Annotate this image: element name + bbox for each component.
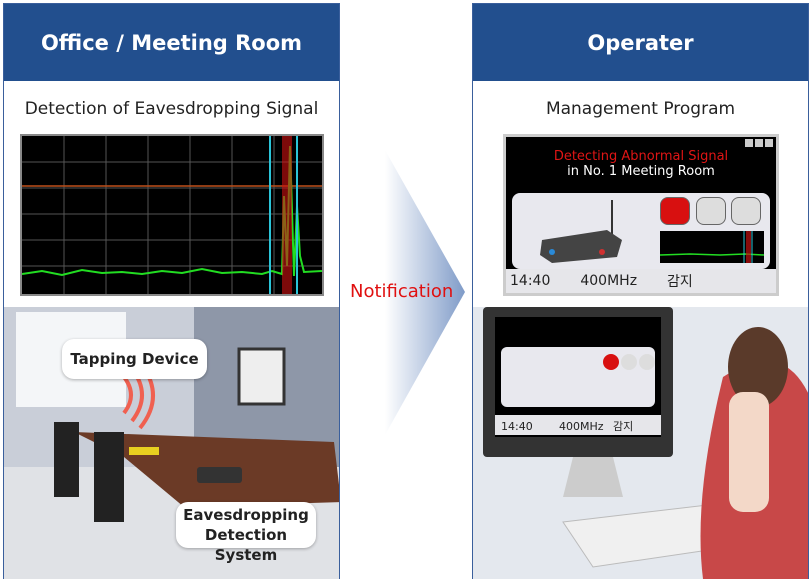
status-lamp-gray [696, 197, 726, 225]
device-status-area [512, 193, 770, 269]
spectrum-graph [21, 136, 323, 294]
spectrum-scope [20, 134, 324, 296]
alert-text: Detecting Abnormal Signal [553, 149, 729, 164]
frequency-readout: 400MHz [580, 273, 638, 289]
minimize-icon[interactable] [745, 139, 753, 147]
screen-status: 감지 [613, 420, 633, 433]
router-icon [540, 200, 622, 263]
detection-line1: Eavesdropping [183, 506, 309, 524]
detection-status: 감지 [667, 274, 693, 290]
status-lamp-red [660, 197, 690, 225]
office-header: Office / Meeting Room [4, 4, 339, 81]
detection-subtitle: Detection of Eavesdropping Signal [24, 99, 319, 119]
screen-frequency: 400MHz [559, 420, 604, 433]
mini-spectrum [660, 231, 764, 263]
operator-photo: 14:40 400MHz 감지 [473, 307, 808, 579]
maximize-icon[interactable] [755, 139, 763, 147]
operator-header: Operater [473, 4, 808, 81]
notification-label: Notification [350, 281, 454, 302]
office-panel: Office / Meeting Room Detection of Eaves… [3, 3, 340, 579]
management-app-window: Detecting Abnormal Signal in No. 1 Meeti… [503, 134, 779, 296]
window-controls[interactable] [745, 139, 773, 147]
detection-system-label: Eavesdropping Detection System [176, 502, 316, 564]
screen-time: 14:40 [501, 420, 533, 433]
status-bar: 14:40 400MHz 감지 [506, 269, 776, 293]
notification-arrow [385, 150, 465, 435]
management-subtitle: Management Program [545, 99, 736, 119]
tapping-device-label: Tapping Device [62, 339, 207, 379]
status-lamp-gray [731, 197, 761, 225]
close-icon[interactable] [765, 139, 773, 147]
meeting-room-photo: Tapping Device Eavesdropping Detection S… [4, 307, 339, 579]
location-text: in No. 1 Meeting Room [567, 164, 715, 179]
time-readout: 14:40 [510, 273, 551, 289]
detection-line2: Detection System [204, 526, 288, 564]
operator-panel: Operater Management Program Detecting Ab… [472, 3, 809, 579]
